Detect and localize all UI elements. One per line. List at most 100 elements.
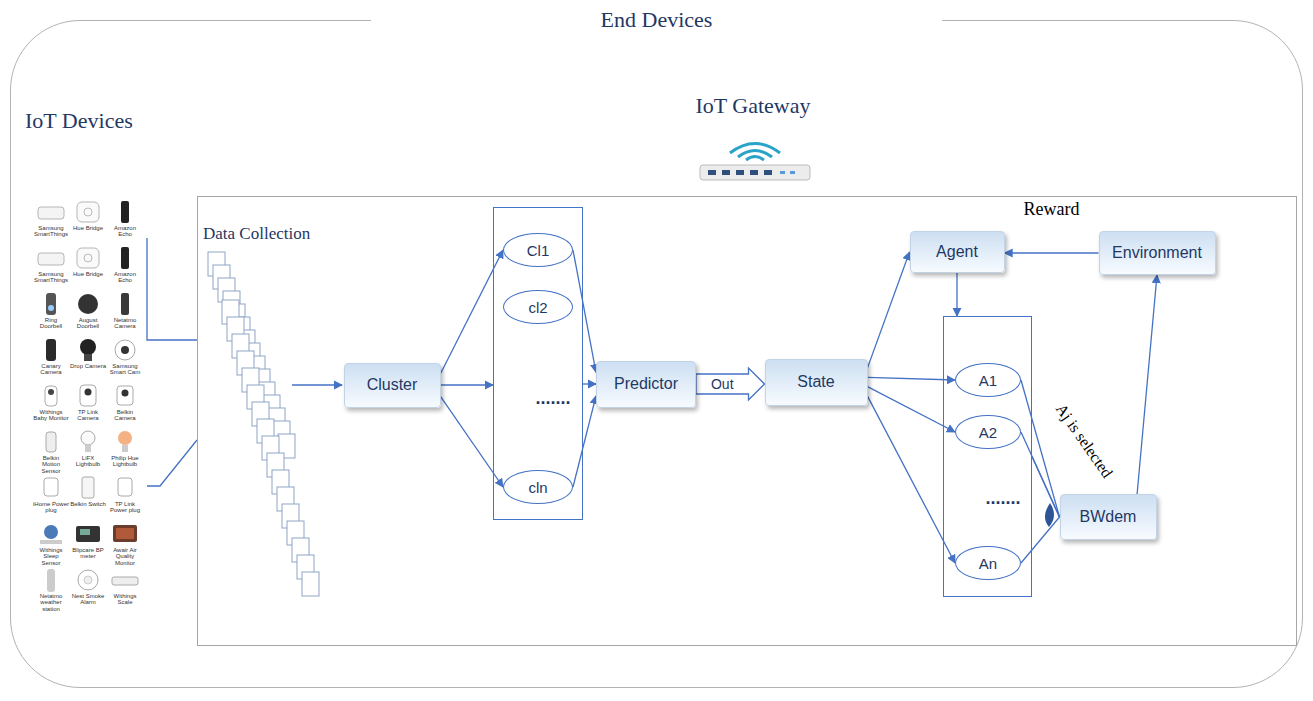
- device-label: Belkin Motion Sensor: [33, 455, 69, 474]
- data-arrow: [292, 384, 342, 385]
- illustration-part: [80, 339, 96, 355]
- illustration-part: [76, 526, 100, 542]
- device-label: Hue Bridge: [70, 225, 106, 231]
- illustration-part: [78, 294, 98, 314]
- device-label: TP Link Camera: [70, 409, 106, 422]
- illustration-part: [116, 528, 134, 539]
- router-icon: [700, 144, 810, 181]
- illustration-part: [115, 340, 135, 360]
- device-label: Amazon Echo: [107, 225, 143, 238]
- illustration-part: [790, 171, 795, 174]
- illustration-part: [700, 165, 810, 180]
- illustration-part: [46, 293, 56, 315]
- connector-line: [1021, 517, 1060, 563]
- illustration-part: [118, 478, 132, 496]
- cluster-oval: Cl1: [503, 233, 573, 267]
- illustration-part: [147, 440, 197, 486]
- illustration-part: [46, 432, 56, 452]
- drop-symbol: [1045, 503, 1054, 527]
- block-arrow: [696, 368, 765, 400]
- device-wires: [147, 238, 197, 486]
- action-oval: A2: [955, 415, 1021, 449]
- device-label: Belkin Camera: [107, 409, 143, 422]
- illustration-part: [85, 445, 91, 452]
- device-label: Withings Scale: [107, 593, 143, 606]
- oval-label: Cl1: [527, 242, 550, 259]
- connector-line: [868, 377, 956, 380]
- illustration-part: [77, 248, 99, 268]
- illustration-part: [746, 157, 764, 161]
- edge-label: Aj is selected: [1052, 400, 1116, 481]
- illustration-part: [84, 208, 92, 216]
- illustration-part: [121, 247, 129, 269]
- illustration-part: [48, 305, 54, 311]
- device-label: Withings Sleep Sensor: [33, 547, 69, 566]
- action-oval: A1: [955, 363, 1021, 397]
- illustration-part: [302, 572, 319, 596]
- illustration-part: [118, 431, 132, 445]
- device-label: Blipcare BP meter: [70, 547, 106, 560]
- box-label: State: [797, 373, 834, 391]
- connector-line: [441, 384, 494, 385]
- illustration-part: [84, 576, 92, 584]
- connector-line: [1021, 380, 1060, 517]
- device-label: TP Link Power plug: [107, 501, 143, 514]
- connector-line: [1137, 275, 1157, 494]
- box-label: Cluster: [367, 376, 418, 394]
- connector-line: [1021, 432, 1060, 517]
- connector-line: [583, 383, 596, 384]
- process-box: Predictor: [596, 361, 696, 408]
- device-label: Samsung SmartThings: [33, 271, 69, 284]
- oval-label: A2: [979, 424, 997, 441]
- box-label: BWdem: [1080, 508, 1137, 526]
- device-label: Netatmo weather station: [33, 593, 69, 612]
- device-label: Hue Bridge: [70, 271, 106, 277]
- illustration-part: [38, 207, 64, 219]
- illustration-part: [48, 389, 54, 395]
- data-pages: [208, 252, 319, 596]
- device-label: Netatmo Camera: [107, 317, 143, 330]
- end-devices-frame: End DevicesIoT GatewayCluster.......Cl1c…: [10, 20, 1303, 688]
- cluster-oval: cln: [503, 470, 573, 504]
- illustration-part: [112, 577, 138, 585]
- connector-line: [868, 252, 910, 368]
- connector-line: [868, 387, 956, 432]
- oval-label: An: [979, 555, 997, 572]
- illustration-part: [78, 570, 98, 590]
- illustration-part: [38, 253, 64, 265]
- device-label: Withings Baby Monitor: [33, 409, 69, 422]
- device-label: Nest Smoke Alarm: [70, 593, 106, 606]
- device-label: Amazon Echo: [107, 271, 143, 284]
- illustration-part: [84, 354, 92, 361]
- oval-label: cl2: [528, 299, 547, 316]
- box-label: Agent: [936, 243, 978, 261]
- connector-line: [573, 250, 596, 372]
- process-box: BWdem: [1060, 494, 1157, 540]
- illustration-part: [40, 540, 62, 544]
- gateway-panel: IoT GatewayCluster.......Cl1cl2clnPredic…: [197, 196, 1297, 646]
- illustration-part: [77, 202, 99, 222]
- illustration-part: [85, 389, 92, 396]
- cluster-oval: cl2: [503, 290, 573, 324]
- illustration-part: [121, 346, 129, 354]
- oval-label: A1: [979, 372, 997, 389]
- illustration-part: [117, 386, 133, 405]
- connector-line: [1032, 457, 1060, 518]
- panel-title: IoT Gateway: [695, 93, 810, 119]
- illustration-part: [722, 170, 730, 175]
- illustration-part: [46, 339, 56, 361]
- process-box: Cluster: [344, 363, 441, 408]
- action-group: .......A1A2An: [943, 316, 1032, 597]
- ellipsis-dots: .......: [536, 392, 541, 404]
- illustration-part: [121, 201, 129, 223]
- device-label: Awair Air Quality Monitor: [107, 547, 143, 566]
- device-icons: [38, 201, 138, 592]
- device-label: Philip Hue Lightbulb: [107, 455, 143, 468]
- process-box: State: [765, 359, 868, 406]
- oval-label: cln: [528, 479, 547, 496]
- section-label: Data Collection: [203, 224, 310, 244]
- illustration-part: [780, 171, 785, 174]
- connector-line: [573, 396, 596, 487]
- illustration-part: [80, 529, 90, 535]
- process-box: Agent: [910, 231, 1005, 273]
